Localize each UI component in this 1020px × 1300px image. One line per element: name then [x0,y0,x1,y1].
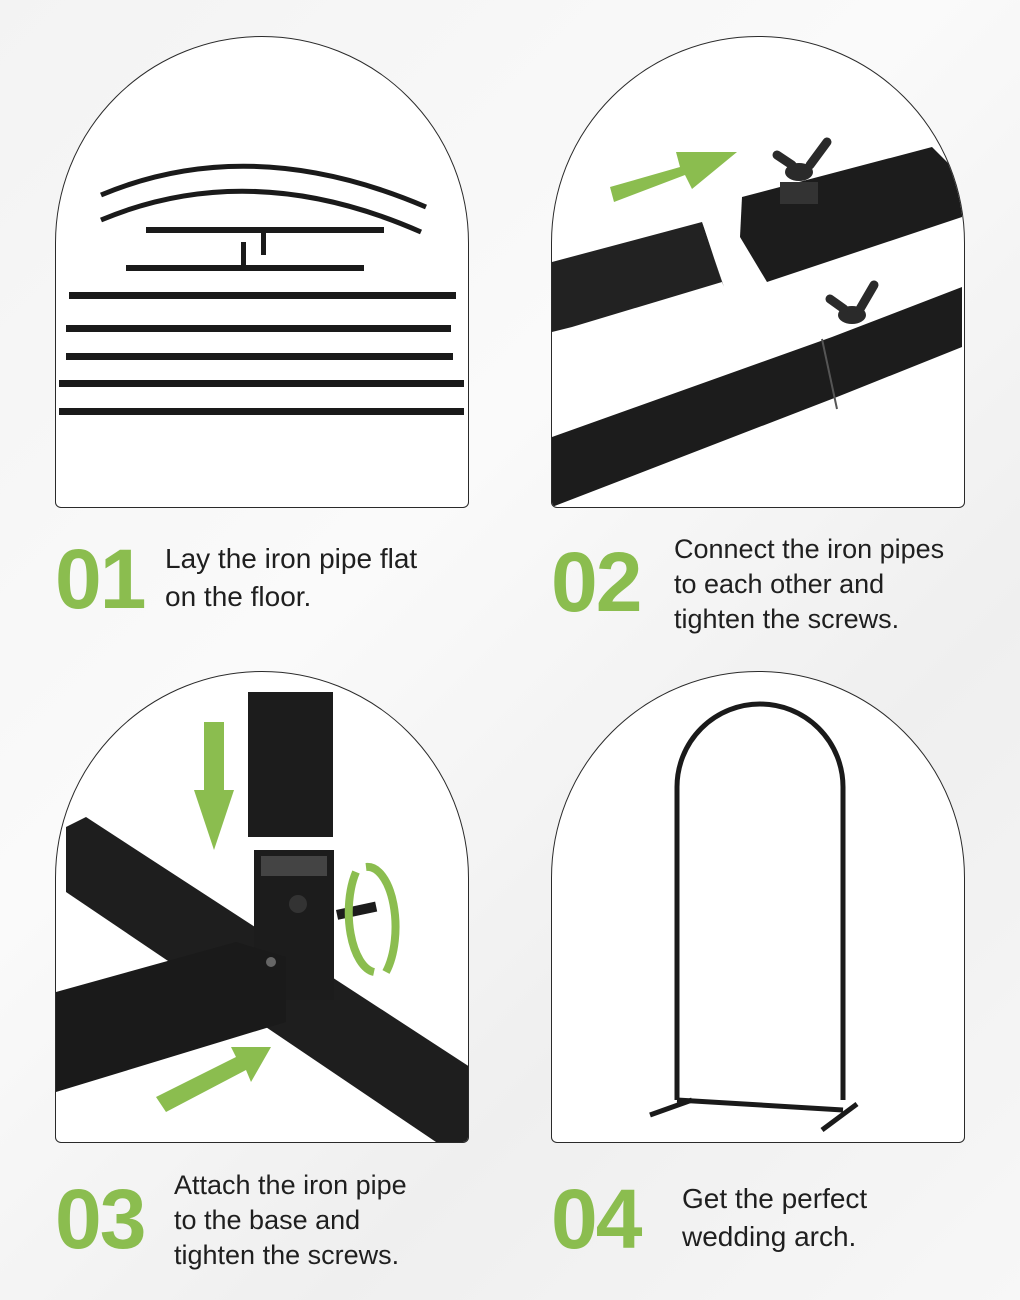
caption-line: Get the perfect [682,1183,868,1214]
caption-line: Attach the iron pipe [174,1170,407,1200]
arrow-right-icon [610,152,737,202]
rotate-arrow-icon [365,862,400,974]
arrow-right-icon [156,1047,271,1112]
caption-line: tighten the screws. [674,604,900,634]
step-2-illustration [551,36,965,508]
wedding-arch-illustration [649,701,859,1133]
step-4-illustration [551,671,965,1143]
connect-pipes-illustration [552,137,962,507]
caption-line: tighten the screws. [174,1240,400,1270]
step-caption: Lay the iron pipe flat on the floor. [165,540,417,616]
caption-line: to each other and [674,569,885,599]
step-3-illustration [55,671,469,1143]
attach-base-illustration [56,692,468,1142]
caption-line: Connect the iron pipes [674,534,945,564]
step-caption: Get the perfect wedding arch. [682,1180,867,1256]
step-caption: Connect the iron pipes to each other and… [674,532,944,637]
caption-line: to the base and [174,1205,361,1235]
caption-line: on the floor. [165,581,312,612]
step-1-illustration [55,36,469,508]
caption-line: wedding arch. [682,1221,857,1252]
caption-line: Lay the iron pipe flat [165,543,418,574]
step-number: 01 [55,532,146,626]
pipes-flat-illustration [59,163,464,415]
step-number: 02 [551,535,642,629]
arrow-down-icon [194,722,234,850]
step-caption: Attach the iron pipe to the base and tig… [174,1168,407,1273]
step-number: 03 [55,1172,146,1266]
step-number: 04 [551,1172,642,1266]
